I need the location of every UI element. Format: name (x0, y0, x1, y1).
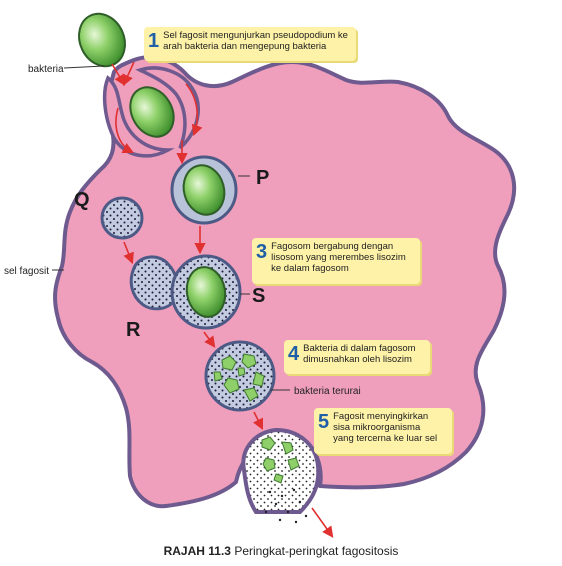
step-1-text: Sel fagosit mengunjurkan pseudopodium ke… (163, 30, 348, 52)
step-4-text: Bakteria di dalam fagosom dimusnahkan ol… (303, 343, 416, 365)
step-3-number: 3 (256, 241, 268, 263)
bacterium-in-phagolysosome (185, 266, 227, 318)
step-1-callout: 1 Sel fagosit mengunjurkan pseudopodium … (144, 27, 356, 61)
label-R: R (126, 319, 141, 341)
pseudopodium-right (135, 66, 200, 150)
lysosome-R (129, 255, 180, 311)
leader-lines (52, 65, 290, 391)
step-5-number: 5 (318, 411, 330, 433)
lysosome-Q (100, 196, 144, 240)
label-sel-fagosit: sel fagosit (4, 266, 49, 277)
bacterium-being-engulfed (129, 86, 175, 138)
expelled-debris (261, 436, 300, 484)
step-3-text: Fagosom bergabung dengan lisosom yang me… (271, 241, 406, 274)
pseudopodium-left (102, 75, 175, 158)
step-3-callout: 3 Fagosom bergabung dengan lisosom yang … (252, 238, 420, 284)
step-5-text: Fagosit menyingkirkan sisa mikroorganism… (333, 411, 438, 444)
figure-number: RAJAH 11.3 (163, 544, 231, 558)
label-P: P (256, 167, 269, 189)
label-bakteria-terurai: bakteria terurai (294, 386, 361, 397)
figure-title: Peringkat-peringkat fagositosis (234, 544, 399, 558)
step-4-number: 4 (288, 343, 300, 365)
figure-caption: RAJAH 11.3 Peringkat-peringkat fagositos… (0, 544, 562, 558)
bacterium-free (78, 12, 126, 68)
bacterium-in-phagosome (182, 164, 226, 216)
label-bakteria: bakteria (28, 64, 64, 75)
released-particles (264, 488, 308, 524)
degraded-bacteria-fragments (213, 353, 265, 402)
label-S: S (252, 285, 265, 307)
step-5-callout: 5 Fagosit menyingkirkan sisa mikroorgani… (314, 408, 452, 454)
step-4-callout: 4 Bakteria di dalam fagosom dimusnahkan … (284, 340, 430, 374)
exocytosis-opening (241, 427, 321, 514)
label-Q: Q (74, 189, 90, 211)
process-arrows (111, 61, 334, 538)
step-1-number: 1 (148, 30, 160, 52)
